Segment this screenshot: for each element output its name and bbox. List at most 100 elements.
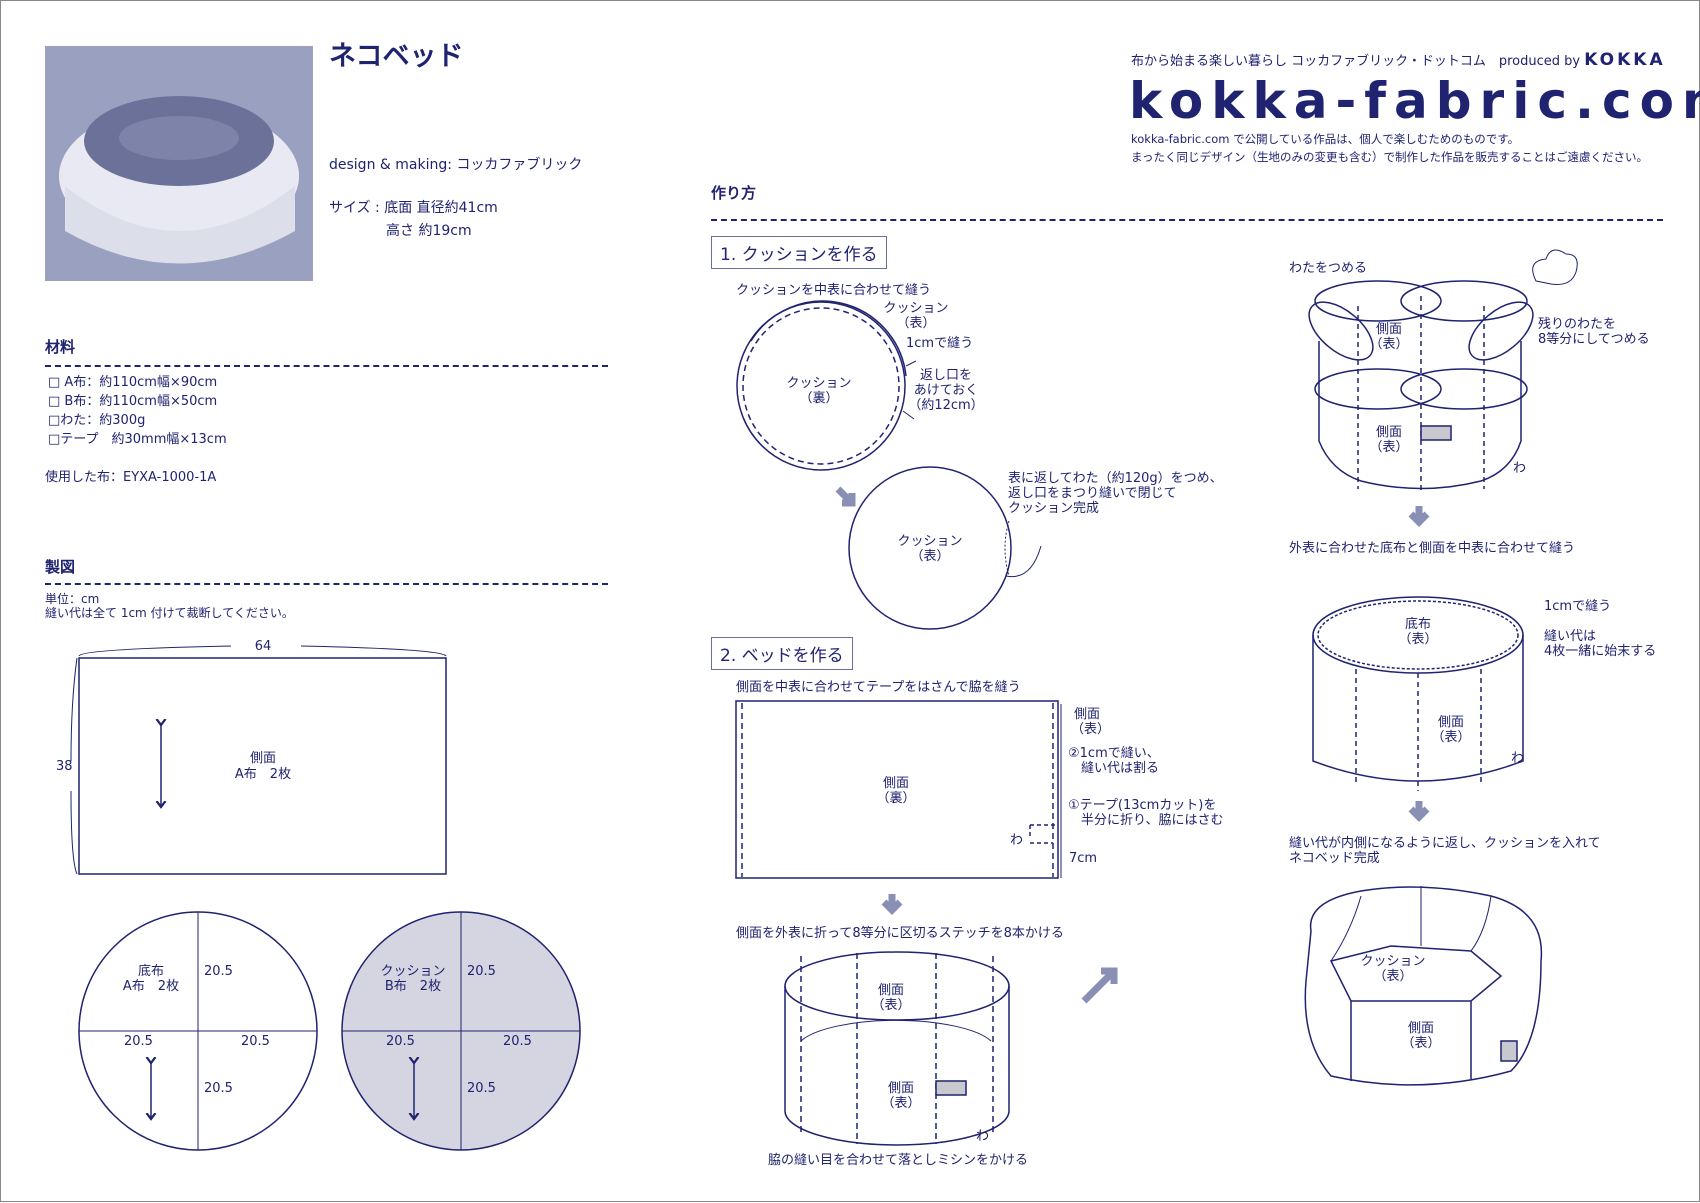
dim: 20.5 <box>204 1081 233 1096</box>
material-item: □テープ 約30mm幅×13cm <box>48 432 227 447</box>
notice-2: まったく同じデザイン（生地のみの変更も含む）で制作した作品を販売することはご遠慮… <box>1131 150 1649 164</box>
label: （表） <box>1071 722 1111 737</box>
label: クッション <box>897 534 963 549</box>
page-title: ネコベッド <box>329 41 464 72</box>
stuffed-side-diagram <box>1308 249 1578 491</box>
size-line-2: 高さ 約19cm <box>386 223 472 239</box>
label: 1cmで縫う <box>1544 599 1612 614</box>
label: 側面 <box>877 983 904 998</box>
label: （表） <box>910 549 950 564</box>
brand-kokka: KOKKA <box>1584 50 1666 70</box>
label: 残りのわたを <box>1538 317 1617 332</box>
base-circle-pattern <box>78 911 318 1151</box>
label: 縫い代は割る <box>1081 761 1160 776</box>
cushion-sew-diagram <box>736 300 917 471</box>
howto-heading: 作り方 <box>711 184 757 202</box>
label: 底布 <box>1404 617 1431 632</box>
cat-bed-photo-illustration <box>45 46 313 281</box>
label: クッション <box>883 301 949 316</box>
step3-caption-2: 外表に合わせた底布と側面を中表に合わせて縫う <box>1289 541 1576 556</box>
circle-b-label-2: B布 2枚 <box>384 979 442 994</box>
label: （裏） <box>876 791 916 806</box>
materials-heading: 材料 <box>45 338 76 356</box>
step1-note: 表に返してわた（約120g）をつめ、 <box>1008 471 1223 486</box>
rect-label-1: 側面 <box>249 751 276 766</box>
step1-caption: クッションを中表に合わせて縫う <box>736 283 932 298</box>
label: わ <box>1513 461 1527 476</box>
label: （表） <box>1401 1036 1441 1051</box>
label: 7cm <box>1069 851 1098 866</box>
arrow-down-right-icon <box>835 486 856 507</box>
step-1-title: 1. クッションを作る <box>711 236 887 269</box>
dim: 20.5 <box>204 964 233 979</box>
side-cylinder-diagram <box>784 951 1010 1146</box>
label: 縫い代は <box>1544 629 1597 644</box>
unit-note: 単位：cm <box>45 592 100 606</box>
site-logo: kokka-fabric.com <box>1129 72 1700 130</box>
finished-bed-diagram <box>1304 886 1543 1086</box>
rect-label-2: A布 2枚 <box>234 767 292 782</box>
step2-caption-2: 側面を外表に折って8等分に区切るステッチを8本かける <box>736 926 1064 941</box>
divider <box>45 583 608 585</box>
step3-caption: わたをつめる <box>1289 261 1368 276</box>
size-line-1: サイズ : 底面 直径約41cm <box>329 200 498 216</box>
label: 側面 <box>1074 707 1101 722</box>
step3-caption-3: 縫い代が内側になるように返し、クッションを入れて <box>1289 836 1601 851</box>
material-item: □ A布：約110cm幅×90cm <box>48 375 218 390</box>
label: （表） <box>871 998 911 1013</box>
label: （表） <box>881 1096 921 1111</box>
label: 側面 <box>1375 425 1402 440</box>
cushion-complete-diagram <box>848 466 1042 630</box>
dim: 20.5 <box>467 964 496 979</box>
label: （表） <box>1369 440 1409 455</box>
label: 返し口を <box>919 368 972 383</box>
arrow-down-icon <box>881 894 903 915</box>
pattern-heading: 製図 <box>45 558 76 576</box>
label: 1cmで縫う <box>906 336 974 351</box>
label: あけておく <box>913 383 979 398</box>
dim: 20.5 <box>124 1034 153 1049</box>
label: 側面 <box>1437 715 1464 730</box>
fabric-used: 使用した布：EYXA-1000-1A <box>45 470 217 485</box>
label: クッション <box>1360 954 1426 969</box>
label: ①テープ(13cmカット)を <box>1068 798 1217 813</box>
circle-a-label-1: 底布 <box>137 964 164 979</box>
material-item: □ B布：約110cm幅×50cm <box>48 394 218 409</box>
dim: 20.5 <box>503 1034 532 1049</box>
arrow-down-icon <box>1408 801 1430 822</box>
label: ②1cmで縫い、 <box>1068 746 1160 761</box>
label: （約12cm） <box>908 398 984 413</box>
notice-1: kokka-fabric.com で公開している作品は、個人で楽しむためのもので… <box>1131 132 1520 146</box>
dim-height: 38 <box>56 759 73 774</box>
label: （表） <box>896 316 936 331</box>
cushion-circle-pattern <box>341 911 581 1151</box>
circle-b-label-1: クッション <box>380 964 446 979</box>
label: （表） <box>1431 730 1471 745</box>
label: 側面 <box>1375 322 1402 337</box>
dim-width: 64 <box>254 639 272 654</box>
label: 側面 <box>882 776 909 791</box>
divider <box>45 365 608 367</box>
design-credit: design & making: コッカファブリック <box>329 157 583 173</box>
dim: 20.5 <box>386 1034 415 1049</box>
label: 8等分にしてつめる <box>1538 332 1650 347</box>
cat-bed-photo <box>45 46 313 281</box>
arrow-up-right-icon <box>1081 967 1118 1004</box>
label: わ <box>1511 751 1525 766</box>
label: 半分に折り、脇にはさむ <box>1081 813 1224 828</box>
label: 側面 <box>1407 1021 1434 1036</box>
base-sew-diagram <box>1312 596 1524 791</box>
material-item: □わた：約300g <box>48 413 146 428</box>
seam-note: 縫い代は全て 1cm 付けて裁断してください。 <box>45 606 294 620</box>
label: 側面 <box>887 1081 914 1096</box>
label: （表） <box>1398 632 1438 647</box>
label: わ <box>976 1129 990 1144</box>
side-panel-pattern <box>70 645 447 875</box>
label: わ <box>1010 833 1024 848</box>
circle-a-label-2: A布 2枚 <box>122 979 180 994</box>
label: （表） <box>1369 337 1409 352</box>
tagline: 布から始まる楽しい暮らし コッカファブリック・ドットコム produced by… <box>1131 49 1666 71</box>
label: クッション <box>786 376 852 391</box>
label: 4枚一緒に始末する <box>1544 644 1657 659</box>
